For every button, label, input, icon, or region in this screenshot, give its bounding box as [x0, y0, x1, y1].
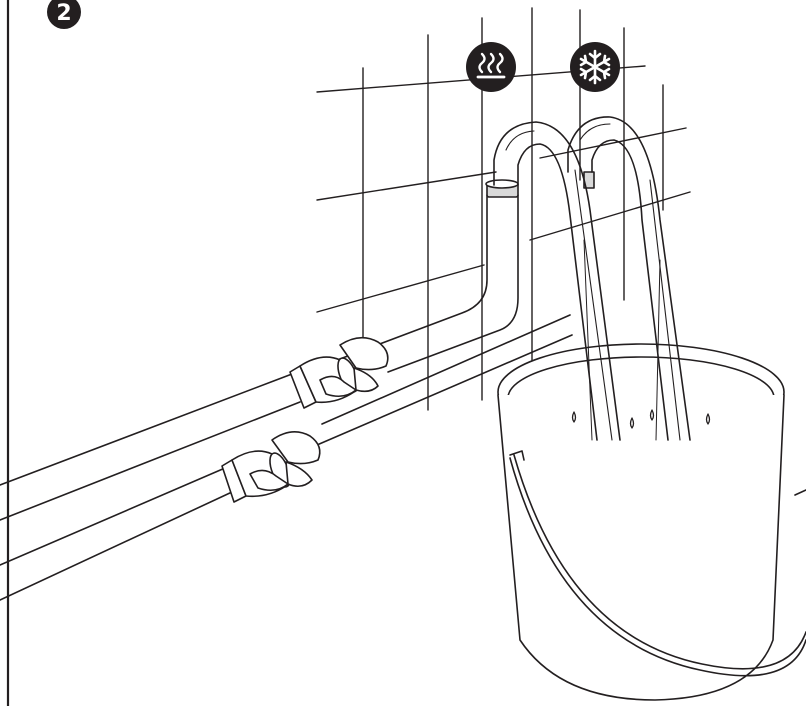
hot-supply-pipe [0, 179, 519, 521]
cold-shutoff-valve [221, 431, 321, 503]
snowflake-icon [570, 42, 620, 92]
step-number-badge: 2 [47, 0, 81, 29]
hot-shutoff-valve [289, 336, 389, 409]
cold-drain-hose [567, 116, 691, 441]
hot-water-icon [466, 42, 516, 92]
cold-supply-pipe [0, 314, 573, 601]
bucket [497, 343, 806, 701]
water-drips [571, 409, 711, 429]
hot-drain-hose [493, 121, 621, 441]
